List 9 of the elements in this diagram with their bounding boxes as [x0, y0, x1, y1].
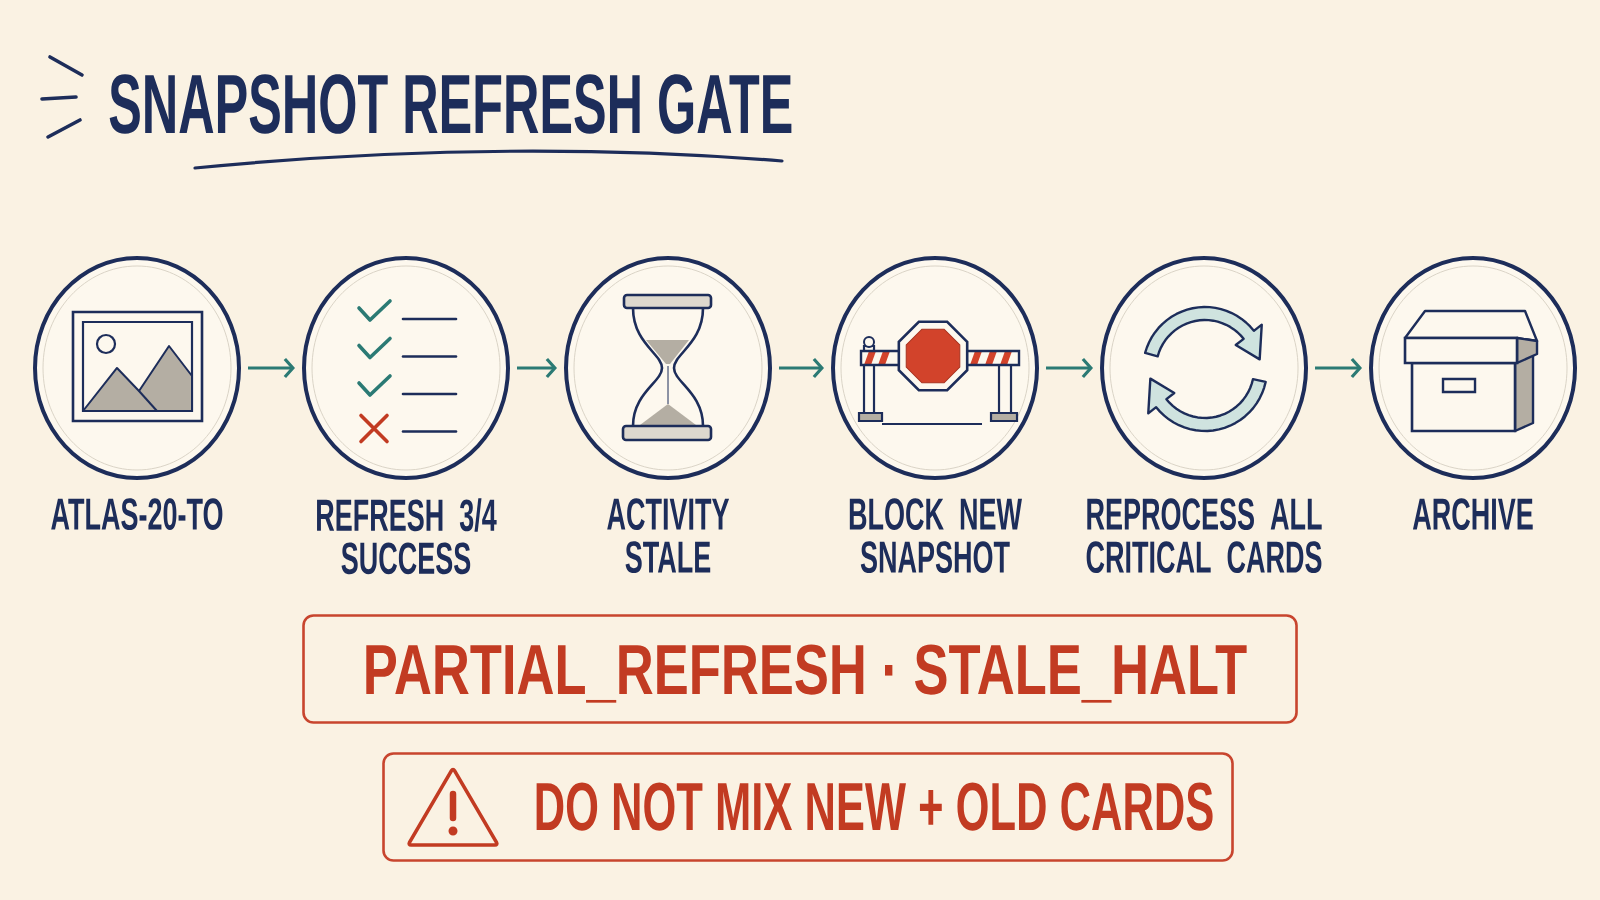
step-label: ATLAS-20-TO: [51, 498, 223, 531]
status-banner: PARTIAL_REFRESH · STALE_HALT: [302, 614, 1298, 724]
step-label: ARCHIVE: [1412, 498, 1533, 531]
step-label: BLOCK NEW SNAPSHOT: [849, 498, 1022, 574]
title: SNAPSHOT REFRESH GATE: [109, 74, 792, 134]
step-label: ACTIVITY STALE: [607, 498, 730, 574]
step-label: REFRESH 3/4 SUCCESS: [317, 498, 497, 575]
step-label: REPROCESS ALL CRITICAL CARDS: [1086, 498, 1322, 574]
warning-banner: DO NOT MIX NEW + OLD CARDS: [382, 752, 1234, 862]
